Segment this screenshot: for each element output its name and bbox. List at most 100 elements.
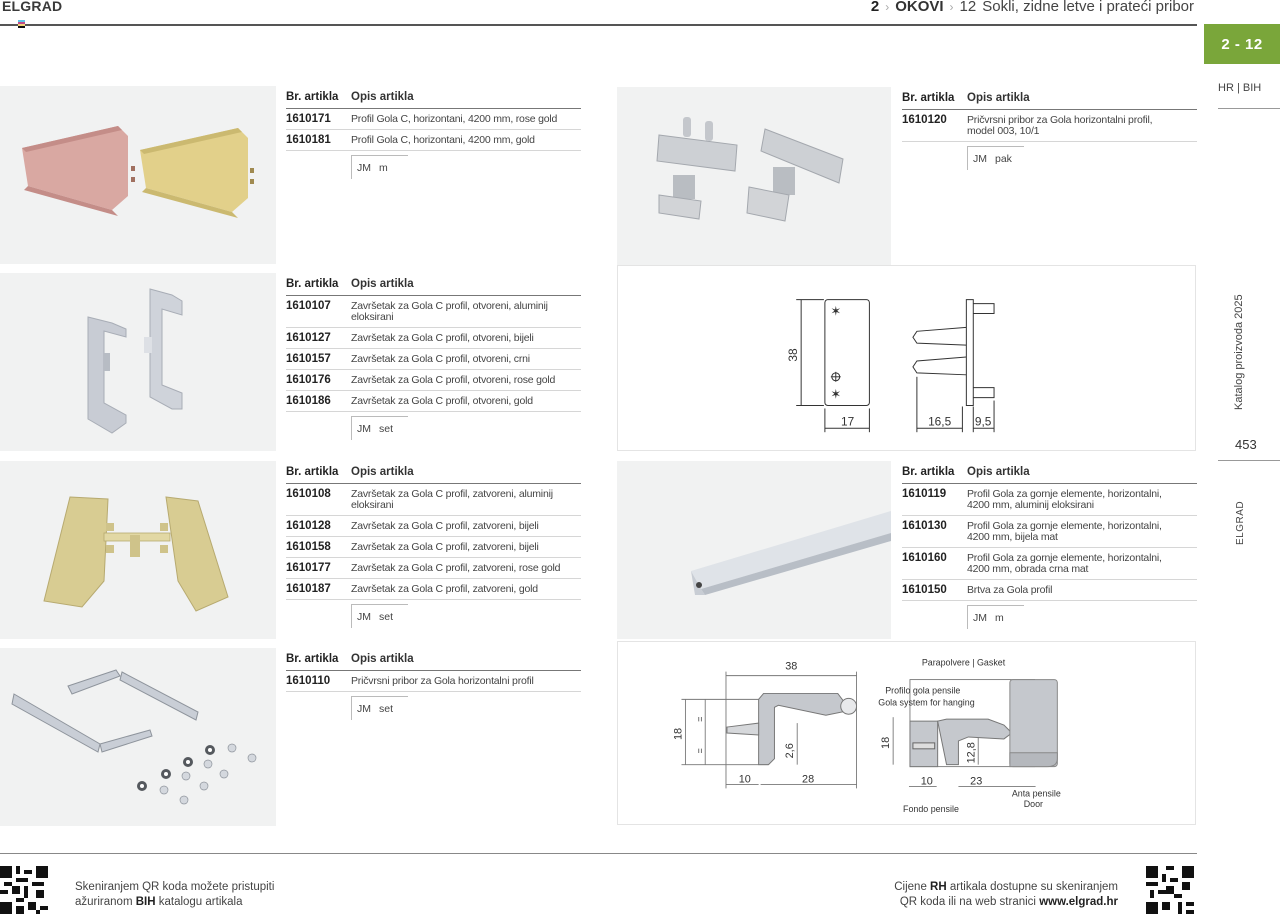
language-label: HR | BIH <box>1218 82 1262 94</box>
article-code: 1610130 <box>902 520 947 532</box>
unit-value: m <box>379 161 388 174</box>
article-description: Završetak za Gola C profil, zatvoreni, a… <box>351 488 553 511</box>
print-color-mark <box>18 20 25 28</box>
article-code: 1610181 <box>286 134 331 146</box>
article-description: Završetak za Gola C profil, otvoreni, ro… <box>351 374 556 386</box>
svg-text:=: = <box>695 748 705 753</box>
label-bottom: Fondo pensile <box>903 804 959 814</box>
article-description: Pričvrsni pribor za Gola horizontalni pr… <box>967 114 1153 137</box>
product-image-gola-upper-profile <box>617 461 891 639</box>
article-description: Završetak za Gola C profil, zatvoreni, b… <box>351 541 539 553</box>
label-door-en: Door <box>1024 799 1043 809</box>
table-header: Br. artikla Opis artikla <box>902 92 1197 110</box>
article-code: 1610150 <box>902 584 947 596</box>
article-code: 1610128 <box>286 520 331 532</box>
article-code: 1610171 <box>286 113 331 125</box>
breadcrumb-section-number[interactable]: 12 <box>959 0 977 15</box>
dim-install-gap: 12,8 <box>965 742 977 763</box>
dim-total-width: 38 <box>785 661 797 673</box>
svg-text:✶: ✶ <box>830 387 841 402</box>
table-row[interactable]: 1610176 Završetak za Gola C profil, otvor… <box>286 370 581 391</box>
column-header-code: Br. artikla <box>286 653 339 665</box>
product-image-gola-c-end-open <box>0 273 276 451</box>
dim-height: 18 <box>672 728 684 740</box>
table-row[interactable]: 1610119 Profil Gola za gornje elemente, h… <box>902 484 1197 516</box>
column-header-description: Opis artikla <box>351 91 414 103</box>
label-gasket: Parapolvere | Gasket <box>922 658 1006 668</box>
article-description: Završetak za Gola C profil, otvoreni, go… <box>351 395 533 407</box>
qr-code-bih[interactable] <box>0 866 48 914</box>
article-description: Brtva za Gola profil <box>967 584 1053 596</box>
article-description: Profil Gola C, horizontani, 4200 mm, gol… <box>351 134 535 146</box>
footer-bih-notice: Skeniranjem QR koda možete pristupiti až… <box>75 881 275 908</box>
website-link[interactable]: www.elgrad.hr <box>1039 896 1118 908</box>
table-row[interactable]: 1610158 Završetak za Gola C profil, zatvo… <box>286 537 581 558</box>
breadcrumb-chapter[interactable]: OKOVI <box>895 0 944 15</box>
dim-install-offset: 10 <box>921 775 933 787</box>
article-code: 1610119 <box>902 488 947 500</box>
article-code: 1610127 <box>286 332 331 344</box>
article-description: Profil Gola za gornje elemente, horizont… <box>967 520 1162 543</box>
unit-value: set <box>379 422 394 435</box>
unit-label: JM <box>357 422 371 435</box>
catalog-title: Katalog proizvoda 2025 <box>1233 294 1245 410</box>
article-description: Završetak za Gola C profil, otvoreni, cr… <box>351 353 530 365</box>
breadcrumb-section[interactable]: Sokli, zidne letve i prateći pribor <box>982 0 1194 15</box>
column-header-description: Opis artikla <box>967 466 1030 478</box>
table-row[interactable]: 1610127 Završetak za Gola C profil, otvor… <box>286 328 581 349</box>
unit-value: m <box>995 611 1004 624</box>
sidebar-brand: ELGRAD <box>1235 500 1246 545</box>
column-header-code: Br. artikla <box>902 466 955 478</box>
article-code: 1610107 <box>286 300 331 312</box>
article-code: 1610158 <box>286 541 331 553</box>
product-image-gola-mounting <box>0 648 276 826</box>
table-row[interactable]: 1610130 Profil Gola za gornje elemente, h… <box>902 516 1197 548</box>
product-image-gola-mounting-003 <box>617 87 891 265</box>
article-description: Profil Gola za gornje elemente, horizont… <box>967 488 1162 511</box>
article-description: Završetak za Gola C profil, otvoreni, bi… <box>351 332 534 344</box>
article-code: 1610176 <box>286 374 331 386</box>
table-row[interactable]: 1610150 Brtva za Gola profil <box>902 580 1197 601</box>
breadcrumb-chapter-number[interactable]: 2 <box>870 0 880 15</box>
footer-rh-notice: Cijene RH artikala dostupne su skeniranj… <box>894 881 1118 908</box>
table-header: Br. artikla Opis artikla <box>286 653 581 671</box>
column-header-description: Opis artikla <box>351 466 414 478</box>
dim-width-b: 28 <box>802 773 814 785</box>
column-header-description: Opis artikla <box>351 653 414 665</box>
chapter-badge: 2 - 12 <box>1204 24 1280 64</box>
unit-label: JM <box>357 610 371 623</box>
article-code: 1610110 <box>286 675 331 687</box>
label-profile-en: Gola system for hanging <box>878 697 974 707</box>
unit-value: set <box>379 610 394 623</box>
sidebar-divider <box>1218 108 1280 109</box>
table-row[interactable]: 1610128 Završetak za Gola C profil, zatvo… <box>286 516 581 537</box>
svg-text:✶: ✶ <box>830 303 841 318</box>
column-header-code: Br. artikla <box>286 278 339 290</box>
article-description: Završetak za Gola C profil, zatvoreni, b… <box>351 520 539 532</box>
breadcrumb: 2 › OKOVI › 12 Sokli, zidne letve i prat… <box>871 0 1194 15</box>
dim-install-height: 18 <box>880 737 892 749</box>
dim-width: 17 <box>841 414 854 428</box>
table-row[interactable]: 1610181 Profil Gola C, horizontani, 4200 … <box>286 130 581 151</box>
chevron-right-icon: › <box>885 0 890 14</box>
article-description: Završetak za Gola C profil, zatvoreni, r… <box>351 562 561 574</box>
qr-code-rh[interactable] <box>1146 866 1194 914</box>
